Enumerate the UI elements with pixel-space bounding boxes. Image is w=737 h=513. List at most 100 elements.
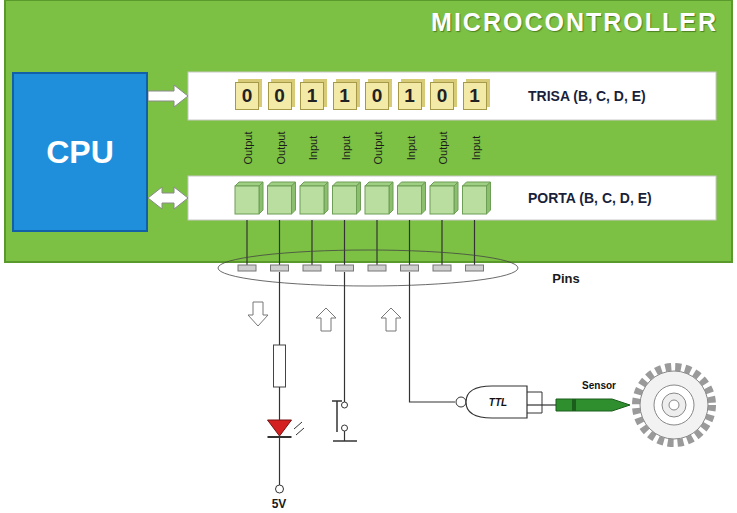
switch-contact xyxy=(342,402,348,408)
bus-arrow xyxy=(148,187,188,209)
cube-side xyxy=(487,182,491,214)
pin-direction: Output xyxy=(368,131,386,164)
node-label: Sensor xyxy=(582,380,616,391)
pin-wire xyxy=(376,220,377,265)
pin-pad xyxy=(336,265,354,271)
cube-side xyxy=(454,182,458,214)
gate-bubble xyxy=(456,397,466,407)
port-bits xyxy=(235,182,491,271)
gear-hub xyxy=(654,385,694,425)
ground-symbol xyxy=(333,440,357,442)
cube-front xyxy=(268,186,292,214)
cube-front xyxy=(463,186,487,214)
node-label: TRISA (B, C, D, E) xyxy=(528,88,646,104)
cube-top xyxy=(463,182,491,186)
pin-wire xyxy=(246,220,247,265)
port-register: PORTA (B, C, D, E) xyxy=(188,176,716,220)
voltage-label: 5V xyxy=(272,494,287,512)
port-bit xyxy=(463,182,491,271)
pin-direction: Output xyxy=(433,131,451,164)
led-symbol xyxy=(268,420,292,436)
pin-pad xyxy=(433,265,451,271)
gate-input xyxy=(527,392,542,393)
port-bit xyxy=(300,182,328,271)
cube-top xyxy=(398,182,426,186)
pin-wire xyxy=(409,220,410,265)
board-ground xyxy=(5,0,732,262)
gear-hub xyxy=(662,393,686,417)
pin-wire xyxy=(441,220,442,265)
tris-bit: 1 xyxy=(463,82,487,110)
cube-top xyxy=(430,182,458,186)
register-band xyxy=(188,176,716,220)
nand-gate xyxy=(466,386,527,418)
cube-side xyxy=(259,182,263,214)
panel-title: MICROCONTROLLER xyxy=(431,8,718,37)
pin-pad xyxy=(271,265,289,271)
pin-direction: Output xyxy=(271,131,289,164)
label-text: Output xyxy=(242,131,254,164)
pin-group-ellipse xyxy=(218,250,518,286)
wire xyxy=(344,272,345,402)
resistor-symbol xyxy=(274,345,286,387)
cube-front xyxy=(333,186,357,214)
register-band xyxy=(188,72,716,120)
wire xyxy=(279,272,280,345)
label-text: Input xyxy=(307,136,319,160)
label-text: Output xyxy=(437,131,449,164)
cube-side xyxy=(422,182,426,214)
gear-axle xyxy=(669,400,679,410)
light-ray xyxy=(296,428,304,435)
wire xyxy=(410,272,456,402)
wire xyxy=(279,437,280,485)
tris-bit: 1 xyxy=(333,82,357,110)
node-label: TTL xyxy=(489,397,507,408)
cube-front xyxy=(365,186,389,214)
pin-pad xyxy=(368,265,386,271)
cube-side xyxy=(292,182,296,214)
light-ray xyxy=(294,422,302,429)
pin-pad xyxy=(466,265,484,271)
tris-register: TRISA (B, C, D, E)00110101 xyxy=(188,72,716,120)
cube-side xyxy=(389,182,393,214)
signal-wire xyxy=(527,404,556,405)
pin-pad xyxy=(303,265,321,271)
microcontroller-panel: MICROCONTROLLERCPUTRISA (B, C, D, E)0011… xyxy=(5,0,732,262)
pin-pad xyxy=(401,265,419,271)
pin-pad xyxy=(238,265,256,271)
pin-direction: Input xyxy=(466,136,484,160)
label-text: Pins xyxy=(552,271,579,286)
node-label: 1 xyxy=(339,85,350,107)
tris-bit: 0 xyxy=(365,82,389,110)
node-label: 1 xyxy=(404,85,415,107)
label-text: Output xyxy=(275,131,287,164)
cpu-block: CPU xyxy=(12,72,148,232)
pin-direction: Input xyxy=(303,136,321,160)
wire xyxy=(344,431,345,441)
ttl-gate: TTL xyxy=(455,386,527,418)
port-bit xyxy=(235,182,263,271)
port-bit xyxy=(430,182,458,271)
cube-top xyxy=(333,182,361,186)
sensor-band xyxy=(572,399,576,411)
pin-wire xyxy=(474,220,475,265)
pin-direction: Input xyxy=(401,136,419,160)
pin-wire xyxy=(311,220,312,265)
switch-contact xyxy=(342,425,348,431)
wire xyxy=(279,387,280,420)
node-label: 0 xyxy=(274,85,285,107)
tris-bit: 1 xyxy=(300,82,324,110)
tris-bit: 0 xyxy=(430,82,454,110)
direction-arrow xyxy=(381,308,401,331)
sensor-body xyxy=(556,399,630,411)
bus-arrow xyxy=(148,85,188,107)
cube-top xyxy=(300,182,328,186)
label-text: Input xyxy=(405,136,417,160)
label-text: Input xyxy=(470,136,482,160)
pin-direction: Input xyxy=(336,136,354,160)
supply-terminal xyxy=(276,485,284,493)
port-bit xyxy=(268,182,296,271)
cube-front xyxy=(300,186,324,214)
pin-wire xyxy=(279,220,280,265)
